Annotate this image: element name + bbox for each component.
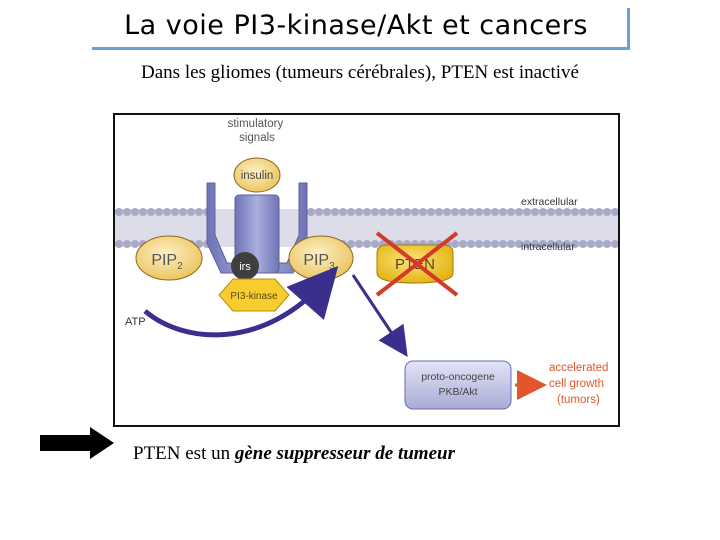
title-frame [92,8,630,50]
arrow-right-icon [40,427,114,459]
extracellular-label: extracellular [521,196,578,208]
footer-emphasis: gène suppresseur de tumeur [234,443,455,464]
pi3k-akt-pathway-diagram: stimulatory signals insulin extracellula… [115,118,618,410]
phosphorylation-arrow [143,266,339,338]
outcome-label: accelerated cell growth (tumors) [549,362,612,406]
page-subtitle: Dans les gliomes (tumeurs cérébrales), P… [141,62,579,83]
svg-text:PKB/Akt: PKB/Akt [438,386,477,398]
svg-text:PI3-kinase: PI3-kinase [230,291,278,302]
footer-text: PTEN est un [133,443,235,464]
svg-text:PIP2: PIP2 [151,252,183,272]
svg-text:proto-oncogene: proto-oncogene [421,371,495,383]
proto-oncogene-pkb-akt: proto-oncogene PKB/Akt [404,360,512,410]
pi3-kinase-enzyme: PI3-kinase [218,278,290,312]
intracellular-label: intracellular [521,241,575,253]
svg-text:irs: irs [239,261,251,273]
inactivation-cross-icon [375,231,459,297]
irs-protein: irs [231,252,259,280]
footer-statement: PTEN est un gène suppresseur de tumeur [133,443,455,465]
insulin-ligand: insulin [233,157,281,193]
pip2-molecule: PIP2 [135,235,203,281]
pathway-figure: stimulatory signals insulin extracellula… [113,113,620,427]
pip3-molecule: PIP3 [288,235,354,281]
svg-text:insulin: insulin [241,170,274,182]
stimulatory-signals-label: stimulatory signals [228,118,287,144]
atp-label: ATP [125,316,146,328]
activation-arrow [351,274,408,357]
page-title: La voie PI3-kinase/Akt et cancers [124,10,588,41]
